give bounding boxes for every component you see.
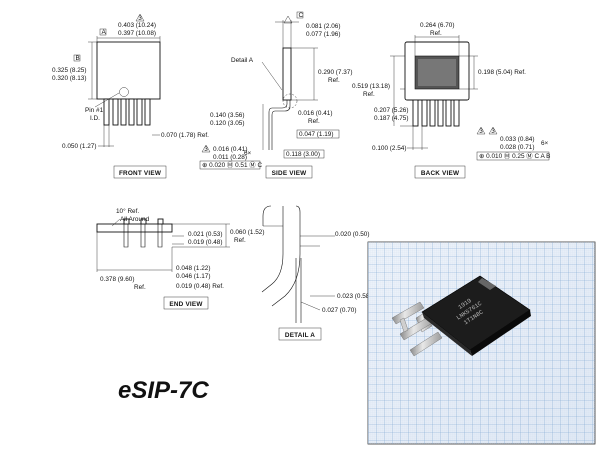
detail-top: 0.020 (0.50) (335, 231, 369, 238)
pin1-marker (119, 87, 129, 97)
detail-a-view: 0.020 (0.50) 0.023 (0.58) 0.027 (0.70) D… (261, 205, 371, 341)
back-view: 0.264 (6.70) Ref. 0.198 (5.04) Ref. 0.51… (352, 22, 550, 179)
side-lead-thick: 0.016 (0.41) (298, 110, 332, 117)
back-width-ref: Ref. (430, 30, 442, 37)
front-width-max: 0.403 (10.24) (118, 22, 156, 29)
front-height-max: 0.325 (8.25) (52, 67, 86, 74)
side-ref: Ref. (328, 77, 340, 84)
detail-a-label: Detail A (231, 57, 254, 64)
back-view-label: BACK VIEW (421, 170, 460, 177)
back-height: 0.198 (5.04) Ref. (478, 69, 526, 76)
side-lead-width: 0.047 (1.19) (299, 131, 333, 138)
front-pitch: 0.050 (1.27) (62, 143, 96, 150)
end-leads (123, 218, 164, 248)
end-height-ref: Ref. (234, 237, 246, 244)
side-view-label: SIDE VIEW (272, 170, 308, 177)
side-note-number: 3 (204, 146, 208, 153)
datum-a: A (102, 29, 107, 36)
pin-id: I.D. (90, 115, 100, 122)
end-around: All Around (120, 216, 150, 223)
front-body (96, 41, 161, 100)
back-lead-min: 0.028 (0.71) (500, 144, 534, 151)
side-view: C 0.081 (2.06) 0.077 (1.96) Detail A 0.2… (199, 11, 352, 179)
end-pkg-ref: Ref. (134, 284, 146, 291)
note-number: 3 (138, 15, 142, 22)
back-note-b: 3 (491, 128, 495, 135)
pin-label: Pin #1 (85, 107, 104, 114)
back-lead-max: 0.033 (0.84) (500, 136, 534, 143)
side-lead (268, 100, 288, 150)
front-leads (103, 98, 151, 126)
side-span: 0.118 (3.00) (286, 151, 320, 158)
back-pad-min: 0.187 (4.75) (374, 115, 408, 122)
end-height: 0.060 (1.52) (230, 229, 264, 236)
back-pad-max: 0.207 (5.26) (374, 107, 408, 114)
end-view-label: END VIEW (169, 301, 203, 308)
back-count: 6× (541, 140, 549, 147)
detail-foot: 0.027 (0.70) (322, 307, 356, 314)
photo-leads (391, 301, 443, 357)
back-tolerance: ⊕ 0.010 Ⓜ 0.25 Ⓜ C A B (479, 152, 550, 160)
side-lead-min: 0.120 (3.05) (210, 120, 244, 127)
end-gap-max: 0.048 (1.22) (176, 265, 210, 272)
front-lead-offset: 0.070 (1.78) Ref. (161, 132, 209, 139)
end-lead-ref: 0.019 (0.48) Ref. (176, 283, 224, 290)
front-view-frame (113, 165, 167, 179)
side-height-ref: 0.290 (7.37) (318, 69, 352, 76)
datum-b-box (73, 54, 81, 62)
front-view: 3 0.403 (10.24) 0.397 (10.08) A B 0.325 … (52, 13, 209, 179)
side-lead-thick-ref: Ref. (308, 118, 320, 125)
back-leads (412, 99, 460, 127)
detail-bend: 0.023 (0.58) (337, 293, 371, 300)
front-width-min: 0.397 (10.08) (118, 30, 156, 37)
end-angle: 10° Ref. (116, 207, 139, 215)
back-width: 0.264 (6.70) (420, 22, 454, 29)
back-total-height: 0.519 (13.18) (352, 83, 390, 90)
datum-c: C (299, 12, 304, 19)
datum-a-box (99, 28, 107, 36)
datum-b: B (76, 55, 80, 62)
back-pitch: 0.100 (2.54) (372, 145, 406, 152)
end-lead-max: 0.021 (0.53) (188, 231, 222, 238)
end-body (96, 223, 173, 233)
side-thick-min: 0.077 (1.96) (306, 31, 340, 38)
note-triangle (135, 13, 145, 22)
end-view: 10° Ref. All Around 0.021 (0.53) 0.019 (… (96, 207, 264, 310)
side-foot-max: 0.016 (0.41) (213, 146, 247, 153)
side-lead-max: 0.140 (3.56) (210, 112, 244, 119)
side-foot-min: 0.011 (0.28) (213, 154, 247, 161)
end-pkg-width: 0.378 (9.60) (100, 276, 134, 283)
side-body (282, 47, 292, 101)
package-photo: 1919 LNK5761C 1T1N8C (367, 241, 596, 445)
back-note-a: 3 (479, 128, 483, 135)
front-height-min: 0.320 (8.13) (52, 75, 86, 82)
end-gap-min: 0.046 (1.17) (176, 273, 210, 280)
detail-circle (282, 93, 298, 109)
side-thick-max: 0.081 (2.06) (306, 23, 340, 30)
package-title: eSIP-7C (118, 377, 209, 404)
front-view-label: FRONT VIEW (119, 170, 162, 177)
side-tolerance: ⊕ 0.020 Ⓜ 0.51 Ⓜ C (202, 161, 262, 169)
back-total-ref: Ref. (363, 91, 375, 98)
side-count: 6× (244, 150, 252, 157)
end-lead-min: 0.019 (0.48) (188, 239, 222, 246)
detail-a-label-box: DETAIL A (285, 332, 315, 339)
